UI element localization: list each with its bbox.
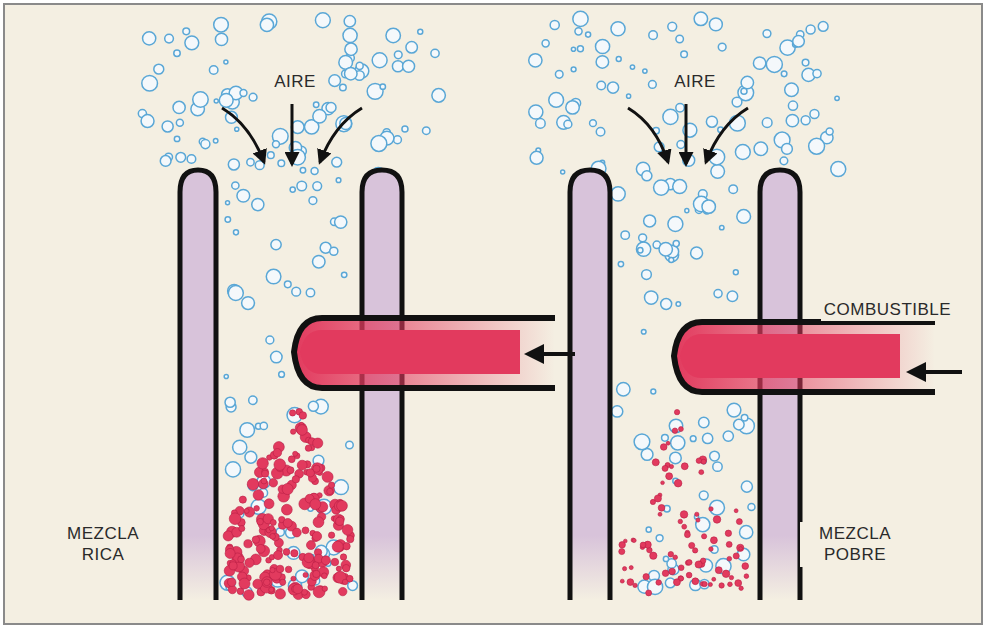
part-label: MEZCLA POBRE <box>800 522 910 567</box>
fuel-droplets <box>223 408 749 600</box>
label-box: MEZCLA RICA <box>48 522 158 567</box>
part-label: COMBUSTIBLE <box>821 298 954 321</box>
air-bubbles <box>138 11 845 597</box>
part-label: MEZCLA RICA <box>48 522 158 567</box>
label-box: COMBUSTIBLE <box>800 298 975 321</box>
label-box: AIRE <box>250 70 340 93</box>
part-label: AIRE <box>671 70 719 93</box>
fuel-nozzle-left <box>294 318 575 388</box>
air-arrows <box>222 104 748 164</box>
part-label: AIRE <box>271 70 319 93</box>
panel <box>4 4 982 624</box>
fuel-nozzle-right <box>674 322 962 392</box>
label-box: AIRE <box>650 70 740 93</box>
label-box: MEZCLA POBRE <box>800 522 910 567</box>
